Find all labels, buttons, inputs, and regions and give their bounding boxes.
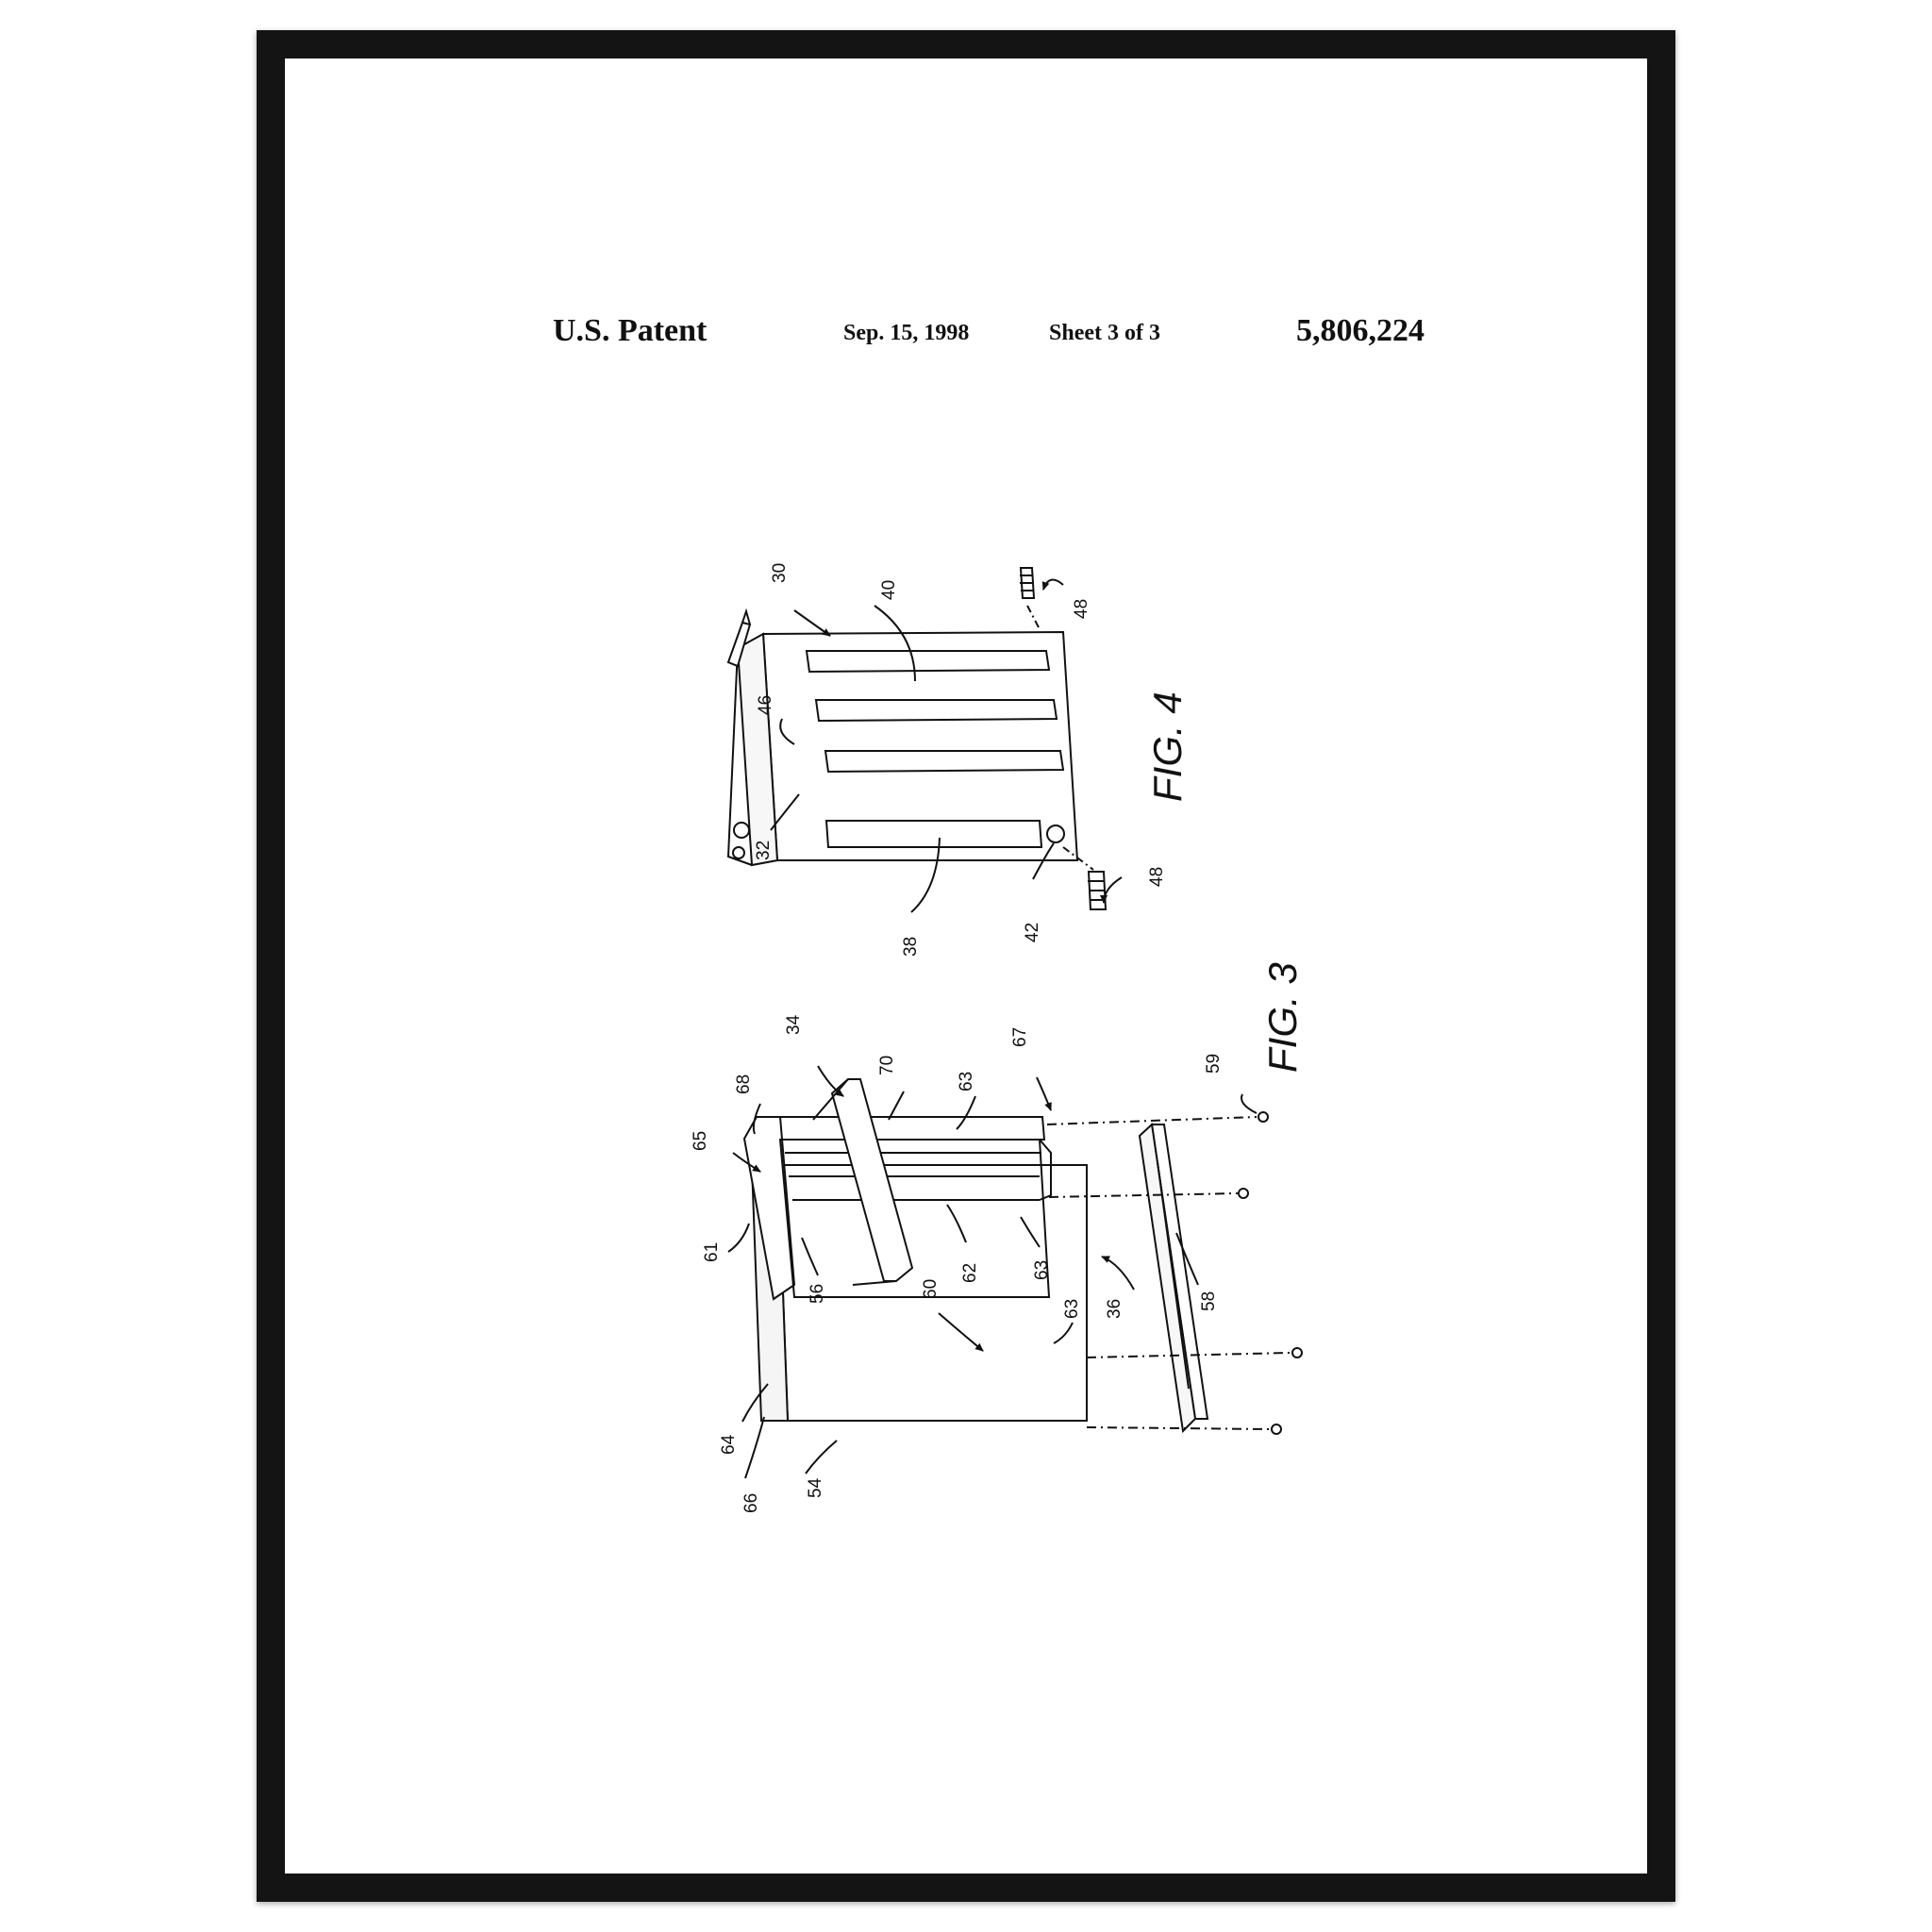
ref-63-bottom: 63 (1062, 1299, 1082, 1319)
ref-36: 36 (1105, 1299, 1124, 1319)
patent-number: 5,806,224 (1296, 313, 1424, 348)
ref-66: 66 (741, 1493, 761, 1513)
patent-header: U.S. Patent Sep. 15, 1998 Sheet 3 of 3 5… (285, 313, 1647, 370)
sheet-number: Sheet 3 of 3 (1049, 321, 1160, 345)
ref-67: 67 (1010, 1027, 1030, 1047)
ref-56: 56 (808, 1284, 827, 1304)
ref-64: 64 (719, 1434, 739, 1455)
patent-label: U.S. Patent (553, 313, 708, 348)
ref-68: 68 (734, 1074, 754, 1094)
fig3-label: FIG. 3 (1260, 962, 1305, 1073)
ref-42: 42 (1023, 923, 1042, 942)
ref-54: 54 (806, 1477, 825, 1498)
ref-48-bottom: 48 (1147, 867, 1167, 887)
ref-58: 58 (1199, 1291, 1219, 1311)
ref-60: 60 (921, 1279, 941, 1299)
ref-59: 59 (1204, 1054, 1224, 1074)
ref-63-middle: 63 (1032, 1260, 1052, 1280)
poster-mat: U.S. Patent Sep. 15, 1998 Sheet 3 of 3 5… (285, 58, 1647, 1874)
ref-34: 34 (784, 1014, 804, 1035)
ref-70: 70 (877, 1056, 897, 1075)
ref-40: 40 (879, 580, 899, 600)
ref-61: 61 (702, 1242, 722, 1262)
fig3-assembly (727, 1065, 1303, 1479)
patent-date: Sep. 15, 1998 (843, 321, 970, 345)
ref-48-top: 48 (1072, 599, 1091, 619)
ref-30: 30 (770, 563, 790, 583)
ref-32: 32 (754, 841, 774, 860)
ref-65: 65 (691, 1131, 710, 1151)
picture-frame: U.S. Patent Sep. 15, 1998 Sheet 3 of 3 5… (257, 30, 1675, 1902)
patent-drawing: 30 40 48 46 32 38 42 48 FIG. 4 34 70 63 … (691, 563, 1305, 1513)
ref-38: 38 (901, 937, 921, 957)
ref-62: 62 (960, 1263, 980, 1283)
fig4-housing (726, 567, 1123, 913)
ref-46: 46 (756, 695, 775, 715)
fig4-label: FIG. 4 (1145, 691, 1190, 802)
ref-63-top: 63 (957, 1072, 976, 1091)
